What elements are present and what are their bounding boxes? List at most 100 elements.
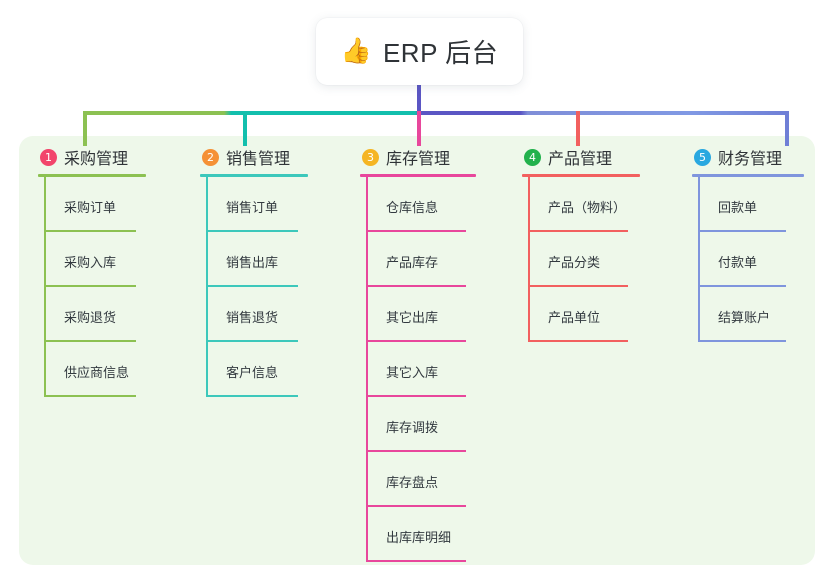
branch-item-label: 销售出库: [226, 255, 279, 270]
branch-item-label: 结算账户: [718, 310, 771, 325]
branch-badge-2: 2: [202, 148, 219, 166]
branch-item[interactable]: 产品分类: [528, 232, 672, 287]
branch-items-3: 仓库信息产品库存其它出库其它入库库存调拨库存盘点出库库明细: [366, 177, 510, 562]
branch-item-label: 仓库信息: [386, 200, 439, 215]
root-node-card[interactable]: 👍 ERP 后台: [316, 18, 523, 85]
branch-item-label: 采购订单: [64, 200, 117, 215]
branch-item[interactable]: 产品（物料）: [528, 177, 672, 232]
branch-item-label: 其它出库: [386, 310, 439, 325]
root-node-title: ERP 后台: [382, 38, 499, 68]
branch-item-rule: [366, 505, 466, 507]
branch-item-rule: [528, 285, 628, 287]
branch-item-label: 客户信息: [226, 365, 279, 380]
branch-header-5[interactable]: 5 财务管理: [692, 146, 839, 168]
branch-item[interactable]: 付款单: [698, 232, 839, 287]
branch-badge-5: 5: [694, 148, 711, 166]
branch-item-rule: [44, 230, 136, 232]
branch-header-1[interactable]: 1 采购管理: [38, 146, 188, 168]
branch-header-3[interactable]: 3 库存管理: [360, 146, 510, 168]
branch-item[interactable]: 库存盘点: [366, 452, 510, 507]
branch-item-label: 采购退货: [64, 310, 117, 325]
branch-item-label: 采购入库: [64, 255, 117, 270]
branch-items-4: 产品（物料） 产品分类产品单位: [528, 177, 672, 342]
branch-item-rule: [366, 285, 466, 287]
branch-item[interactable]: 回款单: [698, 177, 839, 232]
branch-drop-connector-3: [417, 111, 421, 146]
branch-column-5: 5 财务管理 回款单付款单结算账户: [692, 146, 839, 342]
branch-item-label: 供应商信息: [64, 365, 130, 380]
branch-items-1: 采购订单采购入库采购退货供应商信息: [44, 177, 188, 397]
branch-item[interactable]: 采购订单: [44, 177, 188, 232]
branch-column-4: 4 产品管理 产品（物料） 产品分类产品单位: [522, 146, 672, 342]
branch-item-rule: [366, 230, 466, 232]
branch-item[interactable]: 采购退货: [44, 287, 188, 342]
branch-item-rule: [366, 395, 466, 397]
branch-column-1: 1 采购管理 采购订单采购入库采购退货供应商信息: [38, 146, 188, 397]
diagram-background-panel: [19, 136, 815, 565]
branch-item-label: 回款单: [718, 200, 758, 215]
branch-header-rule-1: [38, 174, 146, 177]
branch-header-rule-3: [360, 174, 476, 177]
branch-spine-3: [366, 177, 368, 562]
branch-title-2: 销售管理: [226, 151, 291, 168]
branch-drop-connector-1: [83, 111, 87, 146]
branch-item-label: 销售订单: [226, 200, 279, 215]
branch-item[interactable]: 产品单位: [528, 287, 672, 342]
branch-column-3: 3 库存管理 仓库信息产品库存其它出库其它入库库存调拨库存盘点出库库明细: [360, 146, 510, 562]
branch-item-label: 销售退货: [226, 310, 279, 325]
branch-item[interactable]: 销售出库: [206, 232, 350, 287]
branch-item-rule: [206, 230, 298, 232]
branch-item[interactable]: 供应商信息: [44, 342, 188, 397]
branch-spine-5: [698, 177, 700, 342]
branch-title-3: 库存管理: [386, 151, 451, 168]
horizontal-bus-connector: [83, 111, 789, 115]
branch-badge-4: 4: [524, 148, 541, 166]
branch-item-label: 产品单位: [548, 310, 601, 325]
branch-spine-4: [528, 177, 530, 342]
thumbs-up-icon: 👍: [340, 37, 372, 65]
branch-title-4: 产品管理: [548, 151, 613, 168]
branch-item[interactable]: 产品库存: [366, 232, 510, 287]
branch-item-rule: [698, 230, 786, 232]
branch-items-2: 销售订单销售出库销售退货客户信息: [206, 177, 350, 397]
branch-item-rule: [528, 230, 628, 232]
branch-item-label: 产品库存: [386, 255, 439, 270]
branch-item-rule: [698, 285, 786, 287]
branch-item-label: 库存盘点: [386, 475, 439, 490]
branch-item-label: 产品（物料）: [548, 200, 627, 215]
branch-column-2: 2 销售管理 销售订单销售出库销售退货客户信息: [200, 146, 350, 397]
branch-drop-connector-5: [785, 111, 789, 146]
branch-item-rule: [206, 340, 298, 342]
branch-item-rule: [366, 340, 466, 342]
branch-item[interactable]: 出库库明细: [366, 507, 510, 562]
branch-item-rule: [206, 395, 298, 397]
branch-item-rule: [366, 450, 466, 452]
branch-spine-1: [44, 177, 46, 397]
branch-header-rule-4: [522, 174, 640, 177]
branch-header-2[interactable]: 2 销售管理: [200, 146, 350, 168]
branch-item-rule: [44, 285, 136, 287]
branch-badge-1: 1: [40, 148, 57, 166]
branch-item-rule: [698, 340, 786, 342]
branch-item[interactable]: 库存调拨: [366, 397, 510, 452]
branch-header-rule-2: [200, 174, 308, 177]
branch-item[interactable]: 结算账户: [698, 287, 839, 342]
branch-drop-connector-4: [576, 111, 580, 146]
branch-item[interactable]: 客户信息: [206, 342, 350, 397]
branch-item-rule: [44, 395, 136, 397]
branch-item-rule: [206, 285, 298, 287]
branch-item-label: 库存调拨: [386, 420, 439, 435]
branch-item[interactable]: 仓库信息: [366, 177, 510, 232]
branch-item[interactable]: 其它出库: [366, 287, 510, 342]
branch-item[interactable]: 销售订单: [206, 177, 350, 232]
branch-item[interactable]: 其它入库: [366, 342, 510, 397]
branch-item[interactable]: 采购入库: [44, 232, 188, 287]
branch-title-5: 财务管理: [718, 151, 783, 168]
branch-spine-2: [206, 177, 208, 397]
branch-item-label: 出库库明细: [386, 530, 452, 545]
branch-item[interactable]: 销售退货: [206, 287, 350, 342]
branch-item-label: 其它入库: [386, 365, 439, 380]
branch-badge-3: 3: [362, 148, 379, 166]
branch-header-4[interactable]: 4 产品管理: [522, 146, 672, 168]
